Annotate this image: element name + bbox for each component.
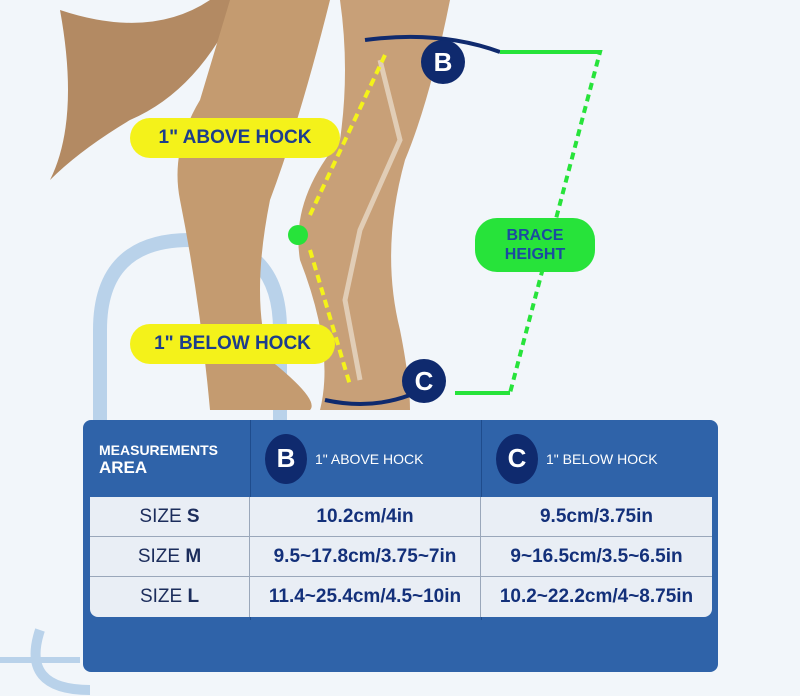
hind-leg	[298, 0, 450, 410]
c-value: 9.5cm/3.75in	[539, 505, 654, 527]
b-badge: B	[265, 433, 307, 484]
size-cell: SIZE L	[90, 577, 250, 617]
brace-height-line1: BRACE	[506, 227, 564, 244]
b-label: 1" ABOVE HOCK	[315, 450, 424, 467]
c-badge: C	[496, 433, 538, 484]
below-hock-label: 1" BELOW HOCK	[130, 324, 335, 364]
header-b: B 1" ABOVE HOCK	[265, 420, 423, 497]
size-cell: SIZE M	[90, 537, 250, 576]
c-label: 1" BELOW HOCK	[546, 450, 658, 467]
c-value: 9~16.5cm/3.5~6.5in	[510, 545, 683, 567]
size-letter: S	[186, 505, 200, 527]
size-prefix: SIZE	[139, 505, 182, 527]
size-letter: L	[187, 586, 200, 607]
table-row: SIZE S 10.2cm/4in 9.5cm/3.75in	[90, 497, 712, 537]
brace-height-label: BRACE HEIGHT	[475, 218, 595, 272]
size-prefix: SIZE	[137, 545, 181, 567]
c-value: 10.2~22.2cm/4~8.75in	[499, 586, 694, 607]
hock-point	[288, 225, 308, 245]
area-line1: MEASUREMENTS	[99, 441, 219, 458]
b-value: 10.2cm/4in	[250, 497, 481, 536]
brace-height-line2: HEIGHT	[504, 246, 566, 263]
size-table: MEASUREMENTS AREA B 1" ABOVE HOCK C 1" B…	[83, 420, 718, 672]
header-c: C 1" BELOW HOCK	[496, 420, 658, 497]
marker-c: C	[402, 359, 446, 403]
tail	[50, 0, 240, 180]
size-prefix: SIZE	[139, 586, 183, 607]
area-line2: AREA	[99, 457, 148, 477]
size-cell: SIZE S	[90, 497, 250, 536]
b-value: 9.5~17.8cm/3.75~7in	[250, 537, 481, 576]
header-area: MEASUREMENTS AREA	[99, 420, 249, 497]
table-row: SIZE M 9.5~17.8cm/3.75~7in 9~16.5cm/3.5~…	[90, 537, 712, 577]
size-letter: M	[185, 545, 202, 567]
front-leg	[177, 0, 330, 410]
b-value: 11.4~25.4cm/4.5~10in	[250, 577, 481, 617]
table-row: SIZE L 11.4~25.4cm/4.5~10in 10.2~22.2cm/…	[90, 577, 712, 617]
above-hock-label: 1" ABOVE HOCK	[130, 118, 340, 158]
marker-b: B	[421, 40, 465, 84]
